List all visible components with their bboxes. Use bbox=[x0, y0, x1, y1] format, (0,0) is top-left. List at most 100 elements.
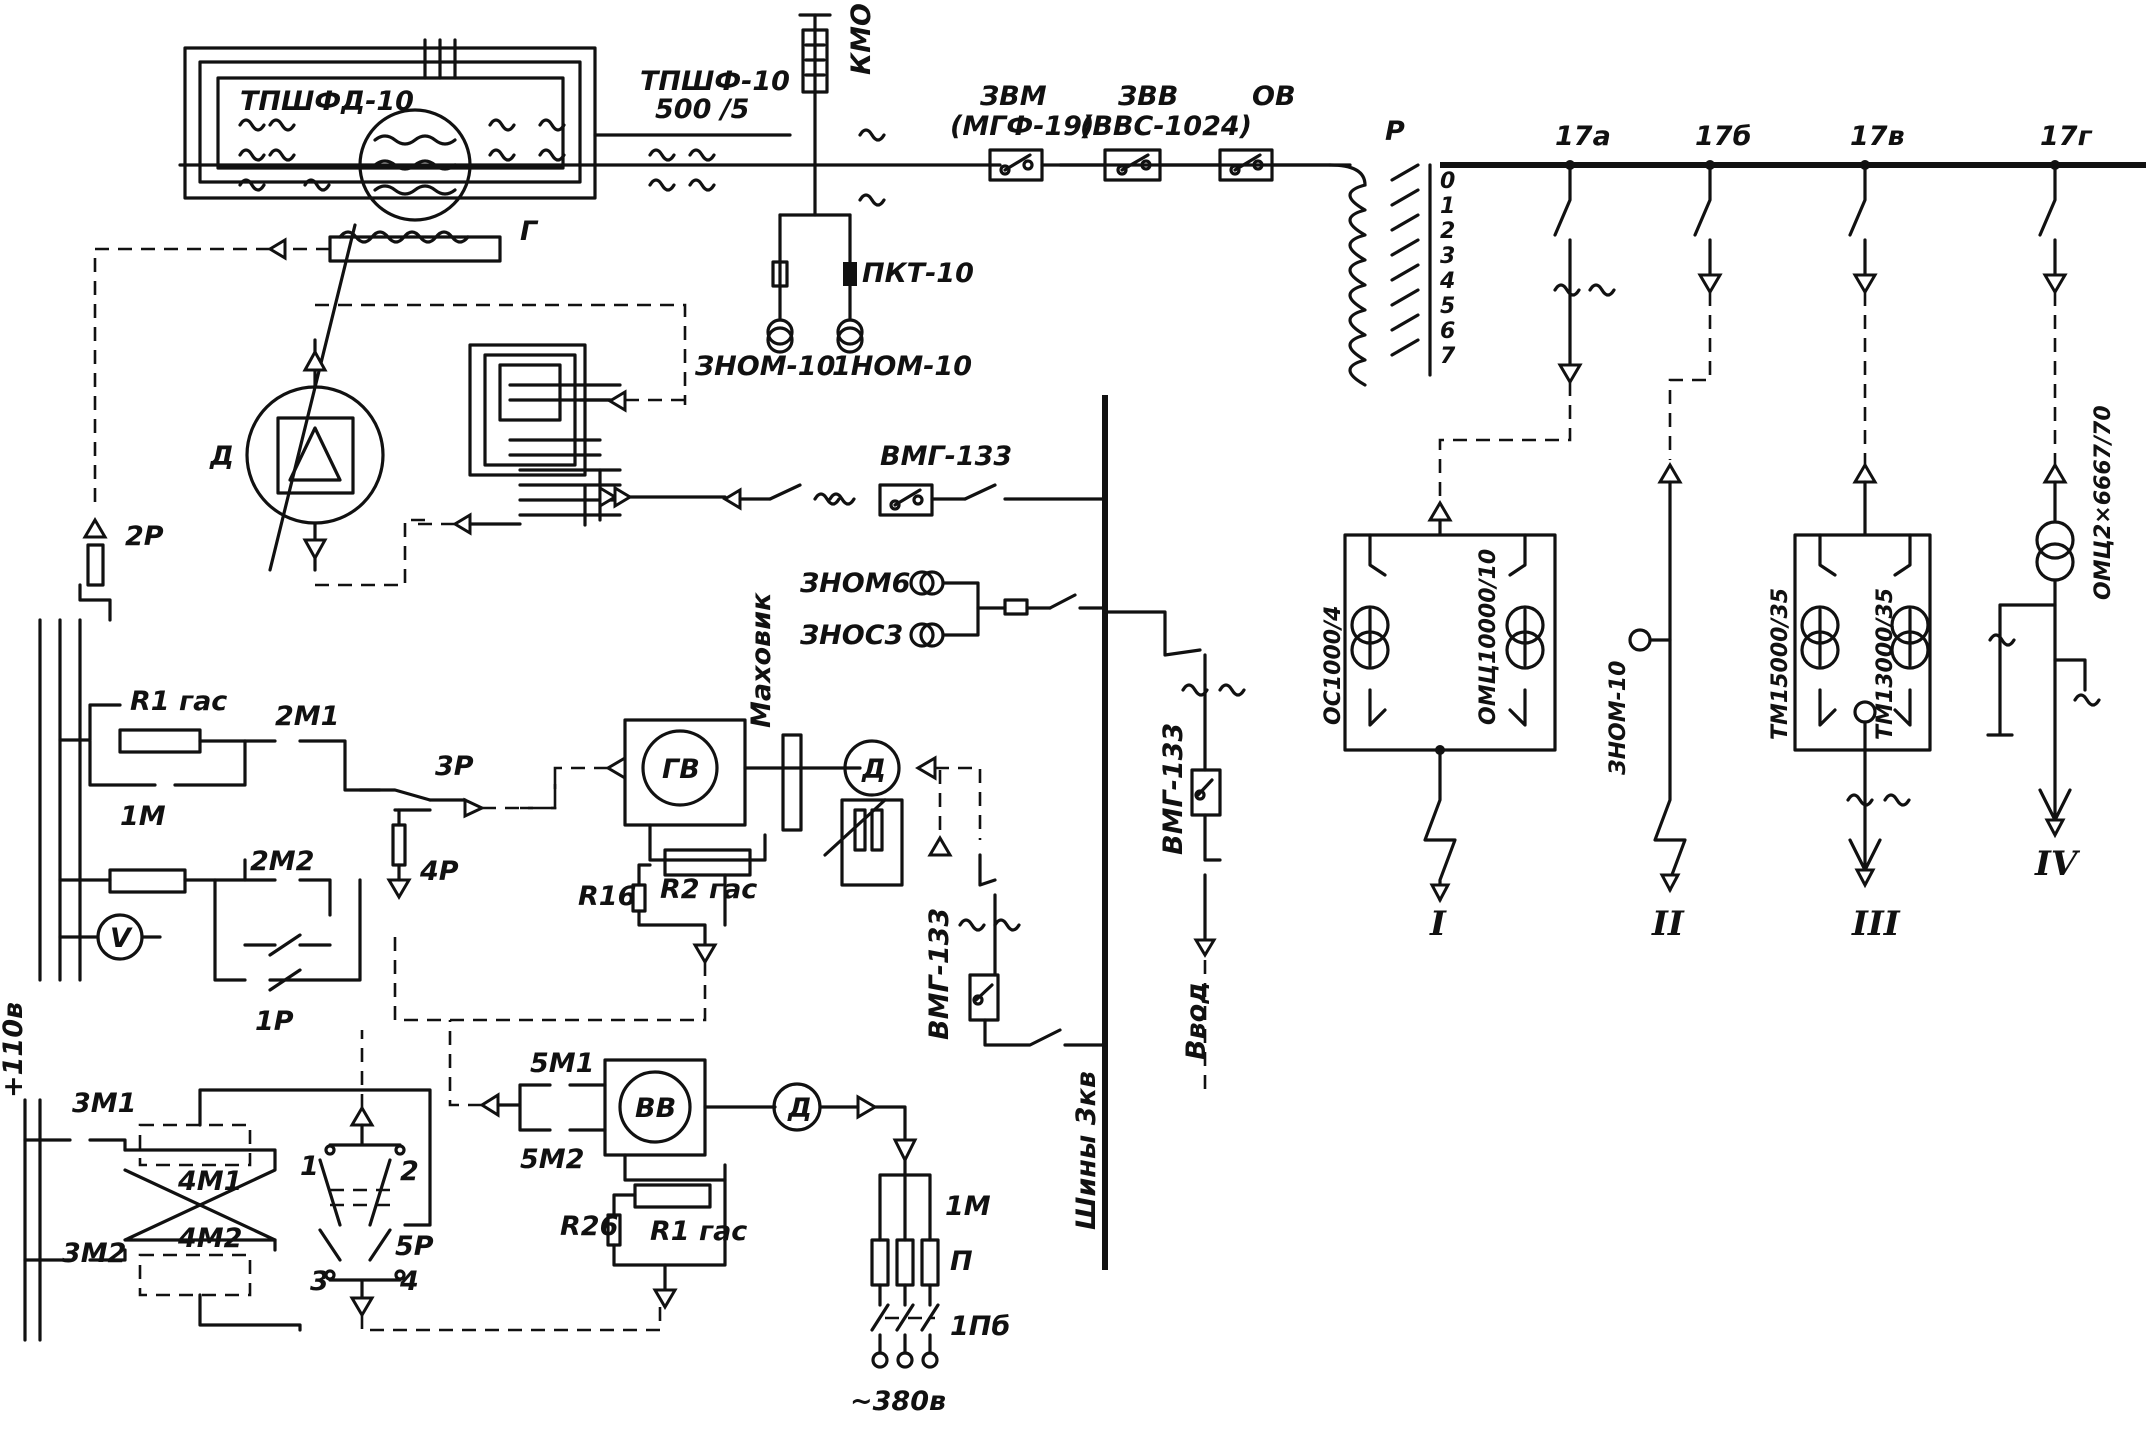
busbar-label: Шины 3кв bbox=[1071, 1071, 1102, 1230]
pkt-label: ПКТ-10 bbox=[862, 258, 974, 289]
im-label: 1М bbox=[945, 1191, 991, 1222]
vv-label: ВВ bbox=[635, 1093, 676, 1124]
vmg133-bottom-label: ВМГ-133 bbox=[924, 908, 955, 1040]
m1m-label: 1М bbox=[120, 801, 166, 832]
r16-label: R16 bbox=[578, 881, 636, 912]
m4-2-label: 4М2 bbox=[177, 1223, 242, 1254]
tap-3: 3 bbox=[1440, 244, 1455, 269]
motor-d-label: Д bbox=[209, 441, 234, 472]
vmg133-bottom bbox=[927, 770, 1107, 1047]
dc-control bbox=[38, 517, 382, 992]
tap-5: 5 bbox=[1440, 294, 1455, 319]
reactor-label: Р bbox=[1385, 116, 1405, 147]
omts2x6667-label: ОМЦ2×6667/70 bbox=[2091, 405, 2116, 600]
r26-label: R26 bbox=[560, 1211, 618, 1242]
flywheel-set bbox=[520, 718, 982, 887]
f17g-label: 17г bbox=[2040, 121, 2093, 152]
voltmeter-label: V bbox=[110, 923, 133, 954]
generator-label: Г bbox=[520, 216, 539, 247]
tap-6: 6 bbox=[1440, 319, 1455, 344]
m2-2-label: 2М2 bbox=[250, 846, 314, 877]
stator-circle bbox=[358, 108, 472, 222]
f17a-label: 17а bbox=[1555, 121, 1611, 152]
r2gas-label: R2 гас bbox=[660, 874, 757, 905]
tap-2: 2 bbox=[1440, 219, 1455, 244]
vt-3kv bbox=[909, 570, 1107, 648]
tpshf-label: ТПШФ-10 bbox=[640, 66, 790, 97]
tap-1: 1 bbox=[1440, 194, 1455, 219]
vmg133-top bbox=[722, 483, 1107, 517]
tpshf-ratio-label: 500 /5 bbox=[655, 94, 749, 125]
tap-0: 0 bbox=[1440, 169, 1455, 194]
motor-d-large bbox=[245, 303, 687, 587]
supply-380 bbox=[870, 1138, 940, 1369]
reactor-r bbox=[1328, 163, 1432, 387]
feeder-17a bbox=[1343, 160, 1616, 904]
switch-5p bbox=[318, 1030, 662, 1332]
vmg133-right-label: ВМГ-133 bbox=[1158, 723, 1189, 855]
breaker-zvv bbox=[1040, 148, 1222, 182]
vt-branch bbox=[766, 163, 864, 354]
v110-label: +110в bbox=[0, 1002, 29, 1098]
m5-1-label: 5М1 bbox=[530, 1048, 594, 1079]
r5p-label: 5Р bbox=[395, 1231, 434, 1262]
tap-7: 7 bbox=[1440, 344, 1456, 369]
sw3-label: 3 bbox=[310, 1266, 329, 1297]
relay-3p-4p bbox=[358, 768, 557, 900]
vmg133-top-label: ВМГ-133 bbox=[880, 441, 1012, 472]
m5-2-label: 5М2 bbox=[520, 1144, 584, 1175]
zvm-type-label: (МГФ-19) bbox=[950, 111, 1094, 142]
switch-matrix bbox=[410, 343, 727, 536]
sw1-label: 1 bbox=[300, 1151, 319, 1182]
vmg133-right bbox=[1103, 610, 1246, 1095]
sec1-label: I bbox=[1429, 904, 1447, 944]
m3-2-label: 3М2 bbox=[62, 1238, 126, 1269]
tm13000-label: ТМ13000/35 bbox=[1873, 588, 1898, 740]
flywheel-label: Маховик bbox=[746, 592, 777, 728]
feeder-17v bbox=[1793, 160, 1932, 889]
breaker-zvm bbox=[988, 148, 1044, 182]
os1000-label: ОС1000/4 bbox=[1321, 606, 1346, 725]
nom10-label: 1НОМ-10 bbox=[832, 351, 972, 382]
vvod-label: Ввод bbox=[1181, 982, 1212, 1060]
m1-2-label: 2М1 bbox=[275, 701, 339, 732]
r2p-label: 2Р bbox=[125, 521, 164, 552]
main-line bbox=[178, 38, 2146, 200]
p-label: П bbox=[950, 1246, 973, 1277]
zvm-label: ЗВМ bbox=[979, 81, 1047, 112]
feeder-17g bbox=[1986, 160, 2101, 839]
ipb-label: 1Пб bbox=[950, 1311, 1010, 1342]
znom6-label: ЗНОМ6 bbox=[799, 568, 910, 599]
tpshfd-label: ТПШФД-10 bbox=[240, 86, 414, 117]
zvv-label: ЗВВ bbox=[1117, 81, 1178, 112]
reversing-block bbox=[23, 1088, 432, 1342]
r1p-label: 1Р bbox=[255, 1006, 294, 1037]
tap-4: 4 bbox=[1439, 269, 1455, 294]
generator-field bbox=[93, 223, 502, 572]
znom10-label: ЗНОМ-10 bbox=[694, 351, 835, 382]
f17v-label: 17в bbox=[1850, 121, 1905, 152]
omts10000-label: ОМЦ10000/10 bbox=[1476, 549, 1501, 725]
r3p-label: 3Р bbox=[435, 751, 474, 782]
tm15000-label: ТМ15000/35 bbox=[1768, 588, 1793, 740]
r1gas-label: R1 гас bbox=[130, 686, 227, 717]
f17b-label: 17б bbox=[1695, 121, 1751, 152]
current-transformers bbox=[238, 118, 886, 207]
sec2-label: II bbox=[1651, 904, 1685, 944]
v380-label: ~380в bbox=[850, 1386, 946, 1417]
kmo-label: КМО bbox=[846, 3, 877, 75]
gv-label: ГВ bbox=[662, 754, 700, 785]
sec3-label: III bbox=[1851, 904, 1901, 944]
r1gas-b-label: R1 гас bbox=[650, 1216, 747, 1247]
r4p-label: 4Р bbox=[419, 856, 459, 887]
feeder-17b bbox=[1628, 160, 1723, 894]
m4-1-label: 4М1 bbox=[177, 1166, 242, 1197]
ov-label: ОВ bbox=[1252, 81, 1296, 112]
m3-1-label: 3М1 bbox=[72, 1088, 136, 1119]
znos3-label: ЗНОС3 bbox=[799, 620, 903, 651]
arrester bbox=[798, 13, 832, 167]
reactor-taps: 0 1 2 3 4 5 6 7 bbox=[1439, 169, 1456, 369]
motor-small-label: Д bbox=[861, 754, 886, 785]
exciter-vv bbox=[448, 1020, 907, 1310]
